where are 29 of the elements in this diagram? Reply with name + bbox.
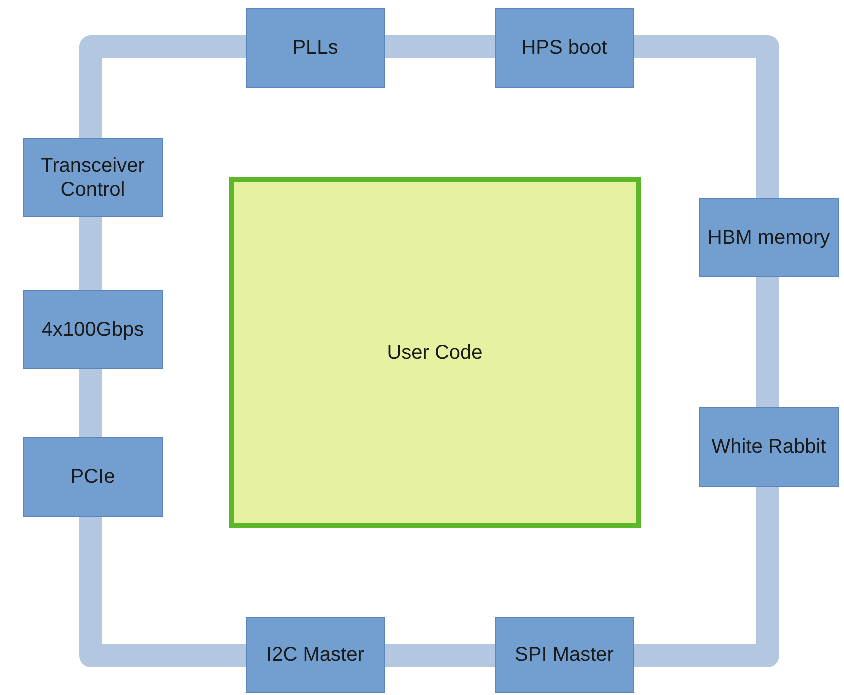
block-label: 4x100Gbps [40, 318, 146, 342]
component-box [23, 437, 163, 517]
block-label: HBM memory [706, 226, 832, 250]
ring-bus-segment [80, 217, 102, 290]
component-box [23, 290, 163, 369]
component-box [495, 617, 634, 693]
ring-bus-segment [634, 487, 780, 668]
core-region [229, 177, 641, 528]
component-box [246, 617, 385, 693]
block-label: I2C Master [266, 643, 366, 667]
component-box [699, 407, 839, 487]
block-label: PCIe [70, 465, 116, 489]
ring-bus-segment [80, 369, 102, 437]
ring-bus-segment [385, 644, 495, 668]
ring-bus-segment [634, 36, 780, 198]
component-box [246, 8, 385, 88]
ring-bus-segment [80, 517, 246, 668]
component-box [699, 198, 839, 277]
ring-bus-segment [756, 277, 780, 407]
block-label: SPI Master [514, 643, 615, 667]
block-label: PLLs [292, 36, 340, 60]
block-label: User Code [386, 340, 484, 364]
component-box [495, 8, 634, 88]
ring-bus-segment [385, 36, 495, 58]
block-label: White Rabbit [710, 435, 828, 459]
block-label: Transceiver Control [40, 154, 146, 202]
ring-bus-segment [80, 36, 246, 138]
component-box [23, 138, 163, 217]
block-label: HPS boot [520, 36, 608, 60]
